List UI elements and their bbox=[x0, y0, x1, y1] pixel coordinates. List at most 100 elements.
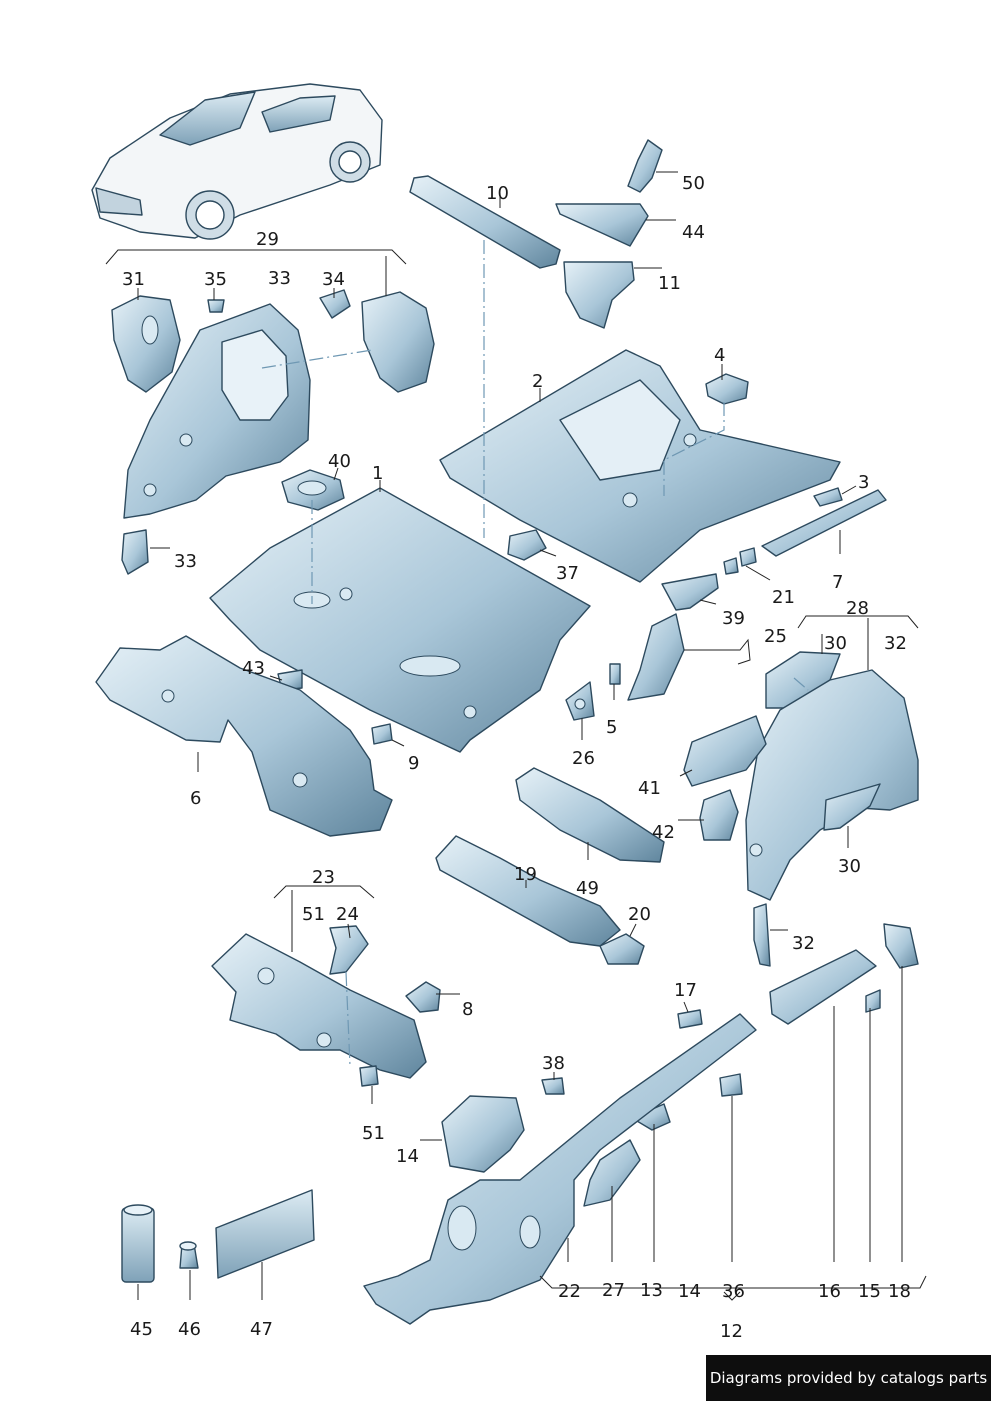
part-41 bbox=[683, 715, 767, 787]
label-42: 42 bbox=[652, 822, 675, 843]
part-42 bbox=[699, 789, 739, 841]
label-46: 46 bbox=[178, 1319, 201, 1340]
label-35: 35 bbox=[204, 269, 227, 290]
part-40 bbox=[281, 469, 345, 511]
label-8: 8 bbox=[462, 999, 473, 1020]
part-14-upper bbox=[441, 1095, 525, 1173]
label-10: 10 bbox=[486, 183, 509, 204]
label-6: 6 bbox=[190, 788, 201, 809]
part-3 bbox=[813, 487, 843, 507]
leader-lines bbox=[105, 171, 927, 1301]
label-29: 29 bbox=[256, 229, 279, 250]
part-37 bbox=[507, 529, 547, 561]
label-26: 26 bbox=[572, 748, 595, 769]
label-32-top: 32 bbox=[884, 633, 907, 654]
label-51-top: 51 bbox=[302, 904, 325, 925]
part-44 bbox=[555, 203, 649, 247]
part-36 bbox=[719, 1073, 743, 1097]
label-51-bottom: 51 bbox=[362, 1123, 385, 1144]
label-30-top: 30 bbox=[824, 633, 847, 654]
part-51-lower bbox=[359, 1065, 379, 1087]
label-33-top: 33 bbox=[268, 268, 291, 289]
label-40: 40 bbox=[328, 451, 351, 472]
label-28: 28 bbox=[846, 598, 869, 619]
label-9: 9 bbox=[408, 753, 419, 774]
part-50 bbox=[627, 139, 663, 193]
label-24: 24 bbox=[336, 904, 359, 925]
label-41: 41 bbox=[638, 778, 661, 799]
label-45: 45 bbox=[130, 1319, 153, 1340]
label-43: 43 bbox=[242, 658, 265, 679]
part-33-wheel-arch bbox=[361, 291, 435, 393]
part-38 bbox=[541, 1077, 565, 1095]
label-34: 34 bbox=[322, 269, 345, 290]
part-15 bbox=[865, 989, 881, 1013]
part-45 bbox=[121, 1204, 155, 1283]
label-38: 38 bbox=[542, 1053, 565, 1074]
part-26 bbox=[565, 681, 595, 721]
label-7: 7 bbox=[832, 572, 843, 593]
part-9 bbox=[371, 723, 393, 745]
part-29-side-panel bbox=[123, 303, 311, 519]
label-2: 2 bbox=[532, 371, 543, 392]
label-18: 18 bbox=[888, 1281, 911, 1302]
label-49: 49 bbox=[576, 878, 599, 899]
footer-credit: Diagrams provided by catalogs parts bbox=[706, 1355, 991, 1401]
part-6-rear-panel bbox=[95, 635, 393, 837]
label-20: 20 bbox=[628, 904, 651, 925]
part-21 bbox=[723, 547, 757, 575]
part-10 bbox=[409, 175, 561, 269]
label-47: 47 bbox=[250, 1319, 273, 1340]
part-25 bbox=[627, 613, 685, 701]
part-17 bbox=[677, 1009, 703, 1029]
part-35 bbox=[207, 299, 225, 313]
label-15: 15 bbox=[858, 1281, 881, 1302]
label-16: 16 bbox=[818, 1281, 841, 1302]
part-20 bbox=[599, 933, 645, 965]
part-16 bbox=[769, 949, 877, 1025]
label-14-top: 14 bbox=[396, 1146, 419, 1167]
part-49 bbox=[515, 767, 665, 863]
label-12: 12 bbox=[720, 1321, 743, 1342]
label-22: 22 bbox=[558, 1281, 581, 1302]
label-39: 39 bbox=[722, 608, 745, 629]
label-4: 4 bbox=[714, 345, 725, 366]
label-33-mid: 33 bbox=[174, 551, 197, 572]
label-37: 37 bbox=[556, 563, 579, 584]
label-31: 31 bbox=[122, 269, 145, 290]
label-50: 50 bbox=[682, 173, 705, 194]
part-7-crossmember bbox=[761, 489, 887, 557]
part-4 bbox=[705, 373, 749, 405]
part-23-crossmember bbox=[211, 933, 427, 1079]
center-lines bbox=[261, 240, 809, 1067]
label-19: 19 bbox=[514, 864, 537, 885]
part-32-lower bbox=[753, 903, 771, 967]
car-illustration bbox=[91, 83, 383, 240]
part-19 bbox=[435, 835, 621, 947]
label-21: 21 bbox=[772, 587, 795, 608]
part-8 bbox=[405, 981, 441, 1013]
part-31 bbox=[111, 295, 181, 393]
label-1: 1 bbox=[372, 463, 383, 484]
part-34 bbox=[319, 289, 351, 319]
part-22-side-member bbox=[363, 1013, 757, 1325]
label-5: 5 bbox=[606, 717, 617, 738]
label-11: 11 bbox=[658, 273, 681, 294]
label-group: 50 10 44 11 29 31 35 33 34 4 2 40 1 3 33… bbox=[122, 173, 911, 1342]
part-2-front-floor bbox=[439, 349, 841, 583]
part-39 bbox=[661, 573, 719, 611]
footer-text: Diagrams provided by catalogs parts bbox=[709, 1369, 988, 1387]
label-44: 44 bbox=[682, 222, 705, 243]
part-27 bbox=[583, 1139, 641, 1207]
part-5 bbox=[609, 663, 621, 685]
part-18 bbox=[883, 923, 919, 969]
label-30-bottom: 30 bbox=[838, 856, 861, 877]
label-3: 3 bbox=[858, 472, 869, 493]
label-17: 17 bbox=[674, 980, 697, 1001]
part-30-lower bbox=[823, 783, 881, 831]
part-46 bbox=[179, 1241, 199, 1269]
label-32-bottom: 32 bbox=[792, 933, 815, 954]
label-23: 23 bbox=[312, 867, 335, 888]
label-25: 25 bbox=[764, 626, 787, 647]
